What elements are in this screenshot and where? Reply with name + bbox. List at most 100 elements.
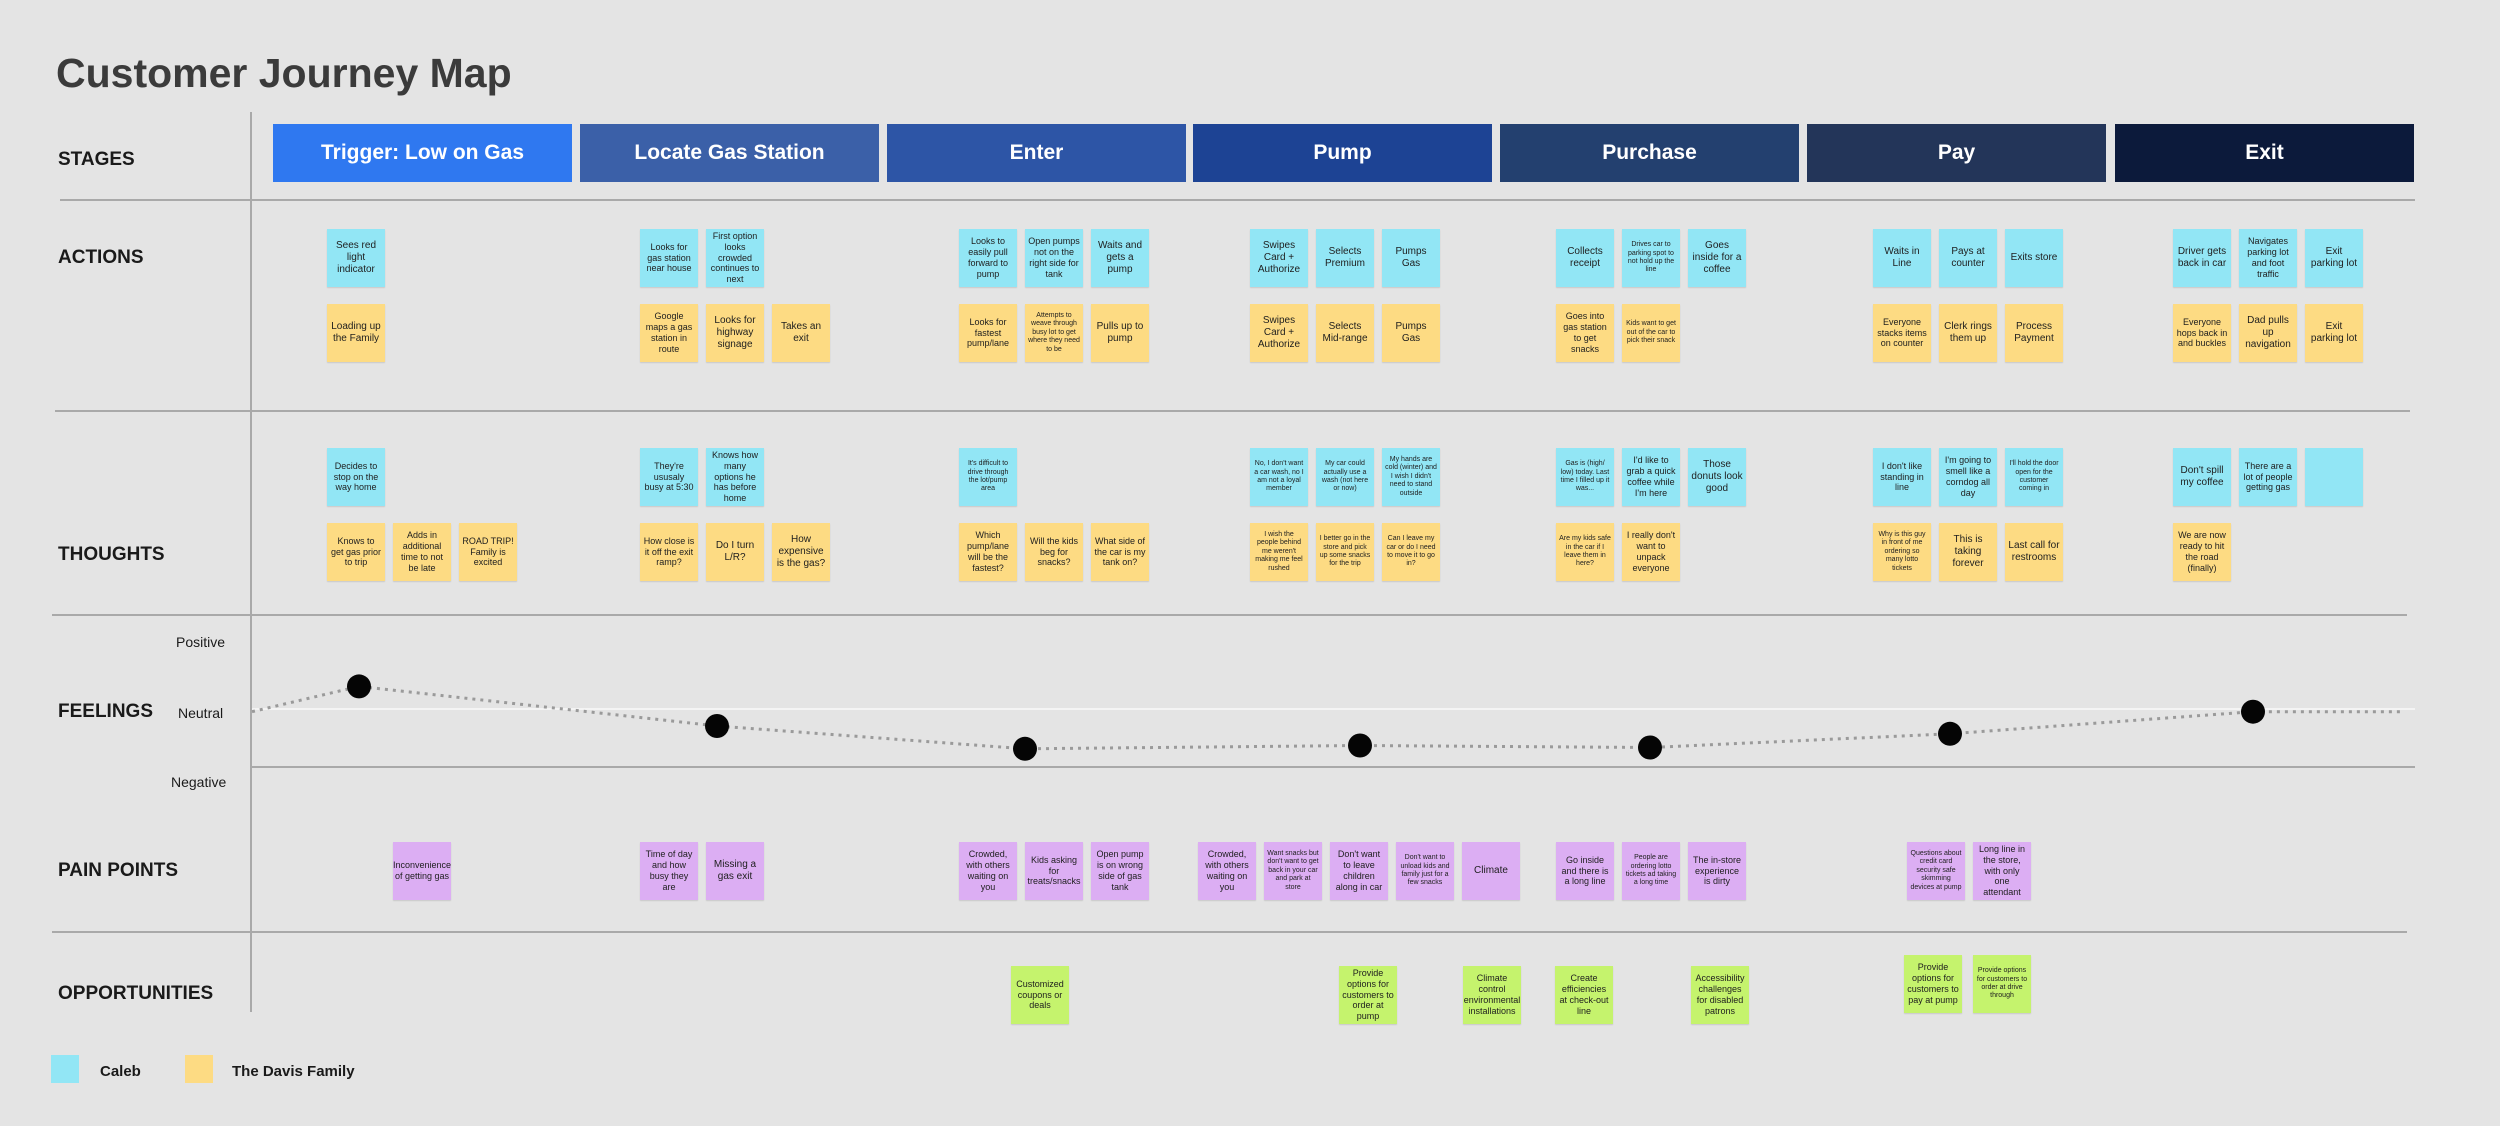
thought-note[interactable]: Are my kids safe in the car if I leave t…: [1556, 523, 1614, 581]
thought-note[interactable]: It's difficult to drive through the lot/…: [959, 448, 1017, 506]
thought-note[interactable]: Adds in additional time to not be late: [393, 523, 451, 581]
thought-note[interactable]: How expensive is the gas?: [772, 523, 830, 581]
divider-pain-points: [52, 931, 2407, 933]
stage-header-7: Exit: [2115, 124, 2414, 182]
action-note[interactable]: Pulls up to pump: [1091, 304, 1149, 362]
opportunity-note[interactable]: Provide options for customers to order a…: [1339, 966, 1397, 1024]
action-note[interactable]: Selects Mid-range: [1316, 304, 1374, 362]
thought-note[interactable]: Knows how many options he has before hom…: [706, 448, 764, 506]
action-note[interactable]: Collects receipt: [1556, 229, 1614, 287]
thought-note[interactable]: Can I leave my car or do I need to move …: [1382, 523, 1440, 581]
pain-point-note[interactable]: Don't want to leave children along in ca…: [1330, 842, 1388, 900]
action-note[interactable]: Takes an exit: [772, 304, 830, 362]
pain-point-note[interactable]: Kids asking for treats/snacks: [1025, 842, 1083, 900]
thought-note[interactable]: Don't spill my coffee: [2173, 448, 2231, 506]
action-note[interactable]: Process Payment: [2005, 304, 2063, 362]
opportunity-note[interactable]: Provide options for customers to order a…: [1973, 955, 2031, 1013]
thought-note[interactable]: I really don't want to unpack everyone: [1622, 523, 1680, 581]
action-note[interactable]: Looks for fastest pump/lane: [959, 304, 1017, 362]
thought-note[interactable]: Will the kids beg for snacks?: [1025, 523, 1083, 581]
action-note[interactable]: Exit parking lot: [2305, 229, 2363, 287]
divider-stages: [60, 199, 2415, 201]
pain-point-note[interactable]: Crowded, with others waiting on you: [1198, 842, 1256, 900]
action-note[interactable]: Swipes Card + Authorize: [1250, 229, 1308, 287]
action-note[interactable]: Dad pulls up navigation: [2239, 304, 2297, 362]
legend-label-family: The Davis Family: [232, 1063, 355, 1080]
action-note[interactable]: Kids want to get out of the car to pick …: [1622, 304, 1680, 362]
action-note[interactable]: Pays at counter: [1939, 229, 1997, 287]
thought-note[interactable]: [2305, 448, 2363, 506]
thought-note[interactable]: They're ususaly busy at 5:30: [640, 448, 698, 506]
thought-note[interactable]: My hands are cold (winter) and I wish I …: [1382, 448, 1440, 506]
stage-header-2: Locate Gas Station: [580, 124, 879, 182]
thought-note[interactable]: I wish the people behind me weren't maki…: [1250, 523, 1308, 581]
action-note[interactable]: Everyone stacks items on counter: [1873, 304, 1931, 362]
opportunity-note[interactable]: Provide options for customers to pay at …: [1904, 955, 1962, 1013]
action-note[interactable]: Clerk rings them up: [1939, 304, 1997, 362]
action-note[interactable]: Driver gets back in car: [2173, 229, 2231, 287]
action-note[interactable]: Waits and gets a pump: [1091, 229, 1149, 287]
action-note[interactable]: Pumps Gas: [1382, 304, 1440, 362]
action-note[interactable]: Looks for highway signage: [706, 304, 764, 362]
pain-point-note[interactable]: Time of day and how busy they are: [640, 842, 698, 900]
action-note[interactable]: Looks to easily pull forward to pump: [959, 229, 1017, 287]
action-note[interactable]: Exit parking lot: [2305, 304, 2363, 362]
pain-point-note[interactable]: Open pump is on wrong side of gas tank: [1091, 842, 1149, 900]
thought-note[interactable]: I'd like to grab a quick coffee while I'…: [1622, 448, 1680, 506]
opportunity-note[interactable]: Customized coupons or deals: [1011, 966, 1069, 1024]
thought-note[interactable]: Gas is (high/ low) today. Last time I fi…: [1556, 448, 1614, 506]
thought-note[interactable]: Decides to stop on the way home: [327, 448, 385, 506]
action-note[interactable]: Everyone hops back in and buckles: [2173, 304, 2231, 362]
opportunity-note[interactable]: Create efficiencies at check-out line: [1555, 966, 1613, 1024]
pain-point-note[interactable]: Want snacks but don't want to get back i…: [1264, 842, 1322, 900]
action-note[interactable]: Exits store: [2005, 229, 2063, 287]
pain-point-note[interactable]: Questions about credit card security saf…: [1907, 842, 1965, 900]
action-note[interactable]: Attempts to weave through busy lot to ge…: [1025, 304, 1083, 362]
thought-note[interactable]: We are now ready to hit the road (finall…: [2173, 523, 2231, 581]
stage-header-6: Pay: [1807, 124, 2106, 182]
action-note[interactable]: Sees red light indicator: [327, 229, 385, 287]
pain-point-note[interactable]: Crowded, with others waiting on you: [959, 842, 1017, 900]
thought-note[interactable]: This is taking forever: [1939, 523, 1997, 581]
opportunity-note[interactable]: Accessibility challenges for disabled pa…: [1691, 966, 1749, 1024]
thought-note[interactable]: Why is this guy in front of me ordering …: [1873, 523, 1931, 581]
thought-note[interactable]: Those donuts look good: [1688, 448, 1746, 506]
action-note[interactable]: Drives car to parking spot to not hold u…: [1622, 229, 1680, 287]
action-note[interactable]: Google maps a gas station in route: [640, 304, 698, 362]
thought-note[interactable]: Which pump/lane will be the fastest?: [959, 523, 1017, 581]
pain-point-note[interactable]: The in-store experience is dirty: [1688, 842, 1746, 900]
thought-note[interactable]: Knows to get gas prior to trip: [327, 523, 385, 581]
feeling-point-1: [347, 674, 371, 699]
thought-note[interactable]: My car could actually use a wash (not he…: [1316, 448, 1374, 506]
action-note[interactable]: Waits in Line: [1873, 229, 1931, 287]
thought-note[interactable]: Do I turn L/R?: [706, 523, 764, 581]
pain-point-note[interactable]: Climate: [1462, 842, 1520, 900]
action-note[interactable]: Open pumps not on the right side for tan…: [1025, 229, 1083, 287]
action-note[interactable]: Pumps Gas: [1382, 229, 1440, 287]
pain-point-note[interactable]: Don't want to unload kids and family jus…: [1396, 842, 1454, 900]
pain-point-note[interactable]: Inconvenience of getting gas: [393, 842, 451, 900]
action-note[interactable]: Selects Premium: [1316, 229, 1374, 287]
action-note[interactable]: Looks for gas station near house: [640, 229, 698, 287]
action-note[interactable]: Navigates parking lot and foot traffic: [2239, 229, 2297, 287]
thought-note[interactable]: Last call for restrooms: [2005, 523, 2063, 581]
action-note[interactable]: Loading up the Family: [327, 304, 385, 362]
action-note[interactable]: Goes into gas station to get snacks: [1556, 304, 1614, 362]
thought-note[interactable]: I don't like standing in line: [1873, 448, 1931, 506]
thought-note[interactable]: There are a lot of people getting gas: [2239, 448, 2297, 506]
thought-note[interactable]: How close is it off the exit ramp?: [640, 523, 698, 581]
pain-point-note[interactable]: Go inside and there is a long line: [1556, 842, 1614, 900]
thought-note[interactable]: I better go in the store and pick up som…: [1316, 523, 1374, 581]
thought-note[interactable]: ROAD TRIP! Family is excited: [459, 523, 517, 581]
thought-note[interactable]: I'm going to smell like a corndog all da…: [1939, 448, 1997, 506]
thought-note[interactable]: I'll hold the door open for the customer…: [2005, 448, 2063, 506]
opportunity-note[interactable]: Climate control environmental installati…: [1463, 966, 1521, 1024]
pain-point-note[interactable]: Long line in the store, with only one at…: [1973, 842, 2031, 900]
pain-point-note[interactable]: People are ordering lotto tickets ad tak…: [1622, 842, 1680, 900]
thought-note[interactable]: What side of the car is my tank on?: [1091, 523, 1149, 581]
pain-point-note[interactable]: Missing a gas exit: [706, 842, 764, 900]
action-note[interactable]: Swipes Card + Authorize: [1250, 304, 1308, 362]
thought-note[interactable]: No, I don't want a car wash, no I am not…: [1250, 448, 1308, 506]
action-note[interactable]: First option looks crowded continues to …: [706, 229, 764, 287]
action-note[interactable]: Goes inside for a coffee: [1688, 229, 1746, 287]
